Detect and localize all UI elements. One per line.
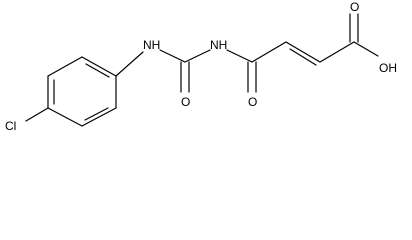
bond-amide-alkene — [251, 41, 287, 63]
atom-amide-oxygen: O — [248, 95, 257, 109]
bond-ring-2 — [47, 56, 83, 77]
bond-alkene-2 — [289, 48, 317, 66]
bond-acid-oh — [353, 41, 379, 57]
atom-acid-hydroxyl: OH — [379, 61, 397, 75]
atom-nh-left: NH — [143, 38, 160, 52]
atom-chlorine: Cl — [5, 119, 16, 133]
bond-alkene-acid — [319, 41, 355, 63]
bond-ring-6 — [47, 107, 83, 127]
bond-ring-cl — [25, 107, 49, 122]
bond-ring-5 — [81, 107, 117, 127]
atom-urea-oxygen: O — [181, 95, 190, 109]
molecule-structure: Cl NH O NH O O OH — [5, 0, 397, 133]
bond-nh-urea-c — [159, 49, 186, 63]
bond-urea-c-nh — [184, 49, 211, 63]
bond-ring-nh — [115, 51, 144, 77]
bond-ring-3 — [81, 56, 117, 77]
atom-labels: Cl NH O NH O O OH — [5, 0, 397, 133]
bonds — [25, 13, 379, 127]
atom-acid-carbonyl-oxygen: O — [350, 0, 359, 14]
atom-nh-right: NH — [210, 38, 227, 52]
bond-alkene-1 — [285, 41, 321, 63]
bond-ring-inner-2 — [85, 63, 110, 78]
bond-nh-amide-c — [226, 49, 253, 63]
bond-ring-inner-3 — [84, 107, 109, 121]
